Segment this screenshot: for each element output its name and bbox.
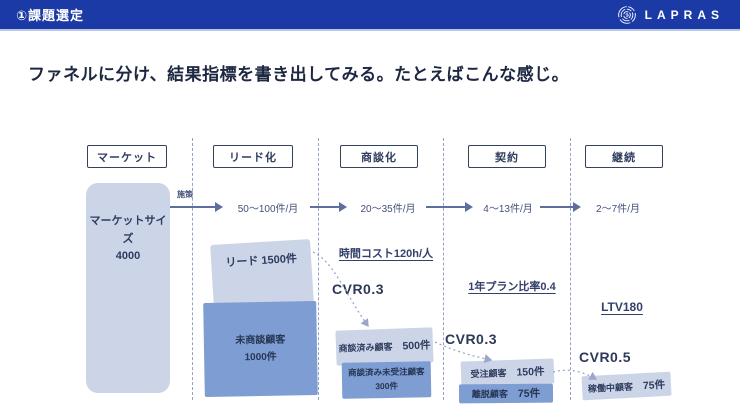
flow-arrow-4 <box>540 202 581 212</box>
dealt-no-order-box: 商談済み未受注顧客 300件 <box>341 361 432 399</box>
churned-customers-label: 離脱顧客 <box>471 388 508 400</box>
churned-customers-value: 75件 <box>517 387 541 400</box>
market-size-box: マーケットサイズ 4000 <box>86 183 170 393</box>
column-divider <box>192 138 193 400</box>
column-divider <box>570 138 571 400</box>
dealt-no-order-value: 300件 <box>375 380 399 392</box>
flow-arrow-3 <box>426 202 473 212</box>
brand-logo: LAPRAS <box>617 5 724 25</box>
flow-rate-2: 20〜35件/月 <box>360 204 416 215</box>
slide-title: ファネルに分け、結果指標を書き出してみる。たとえばこんな感じ。 <box>28 65 570 84</box>
ltv-metric: LTV180 <box>601 300 643 314</box>
lead-count-box: リード 1500件 <box>210 239 314 309</box>
market-size-value: 4000 <box>115 250 141 263</box>
dealt-no-order-label: 商談済み未受注顧客 <box>348 366 425 379</box>
active-customers-value: 75件 <box>642 378 666 392</box>
active-customers-box: 稼働中顧客 75件 <box>581 371 672 401</box>
market-size-label: マーケットサイズ <box>89 215 167 245</box>
lapras-fingerprint-icon <box>617 5 636 24</box>
time-cost-metric: 時間コスト120h/人 <box>338 248 434 260</box>
dealt-customers-box: 商談済み顧客 500件 <box>335 327 434 366</box>
brand-name: LAPRAS <box>644 7 724 22</box>
stage-header-contract: 契約 <box>468 145 546 168</box>
ordered-customers-box: 受注顧客 150件 <box>460 358 555 387</box>
stage-header-deal: 商談化 <box>340 145 418 168</box>
one-year-plan-metric: 1年プラン比率0.4 <box>468 281 556 293</box>
no-deal-customers-value: 1000件 <box>244 351 277 364</box>
retention-cvr: CVR0.5 <box>579 349 632 365</box>
deal-cvr: CVR0.3 <box>332 281 385 297</box>
flow-rate-4: 2〜7件/月 <box>596 204 640 215</box>
churned-customers-box: 離脱顧客 75件 <box>458 383 554 404</box>
flow-note-measure: 施策 <box>177 190 193 199</box>
flow-arrow-2 <box>310 202 347 212</box>
dealt-customers-value: 500件 <box>402 339 431 353</box>
flow-rate-3: 4〜13件/月 <box>483 204 533 215</box>
stage-header-lead: リード化 <box>213 145 293 168</box>
ordered-customers-label: 受注顧客 <box>470 368 507 380</box>
no-deal-customers-label: 未商談顧客 <box>235 334 286 347</box>
dealt-customers-label: 商談済み顧客 <box>338 341 393 354</box>
no-deal-customers-box: 未商談顧客 1000件 <box>203 301 318 397</box>
section-title: ①課題選定 <box>16 8 85 23</box>
top-bar: ①課題選定 LAPRAS <box>0 0 740 31</box>
ordered-customers-value: 150件 <box>516 365 545 379</box>
column-divider <box>318 138 319 400</box>
active-customers-label: 稼働中顧客 <box>587 381 634 394</box>
flow-rate-1: 50〜100件/月 <box>237 204 299 215</box>
stage-header-retention: 継続 <box>585 145 663 168</box>
flow-arrow-1 <box>170 202 223 212</box>
column-divider <box>443 138 444 400</box>
stage-header-market: マーケット <box>87 145 167 168</box>
contract-cvr: CVR0.3 <box>445 331 498 347</box>
